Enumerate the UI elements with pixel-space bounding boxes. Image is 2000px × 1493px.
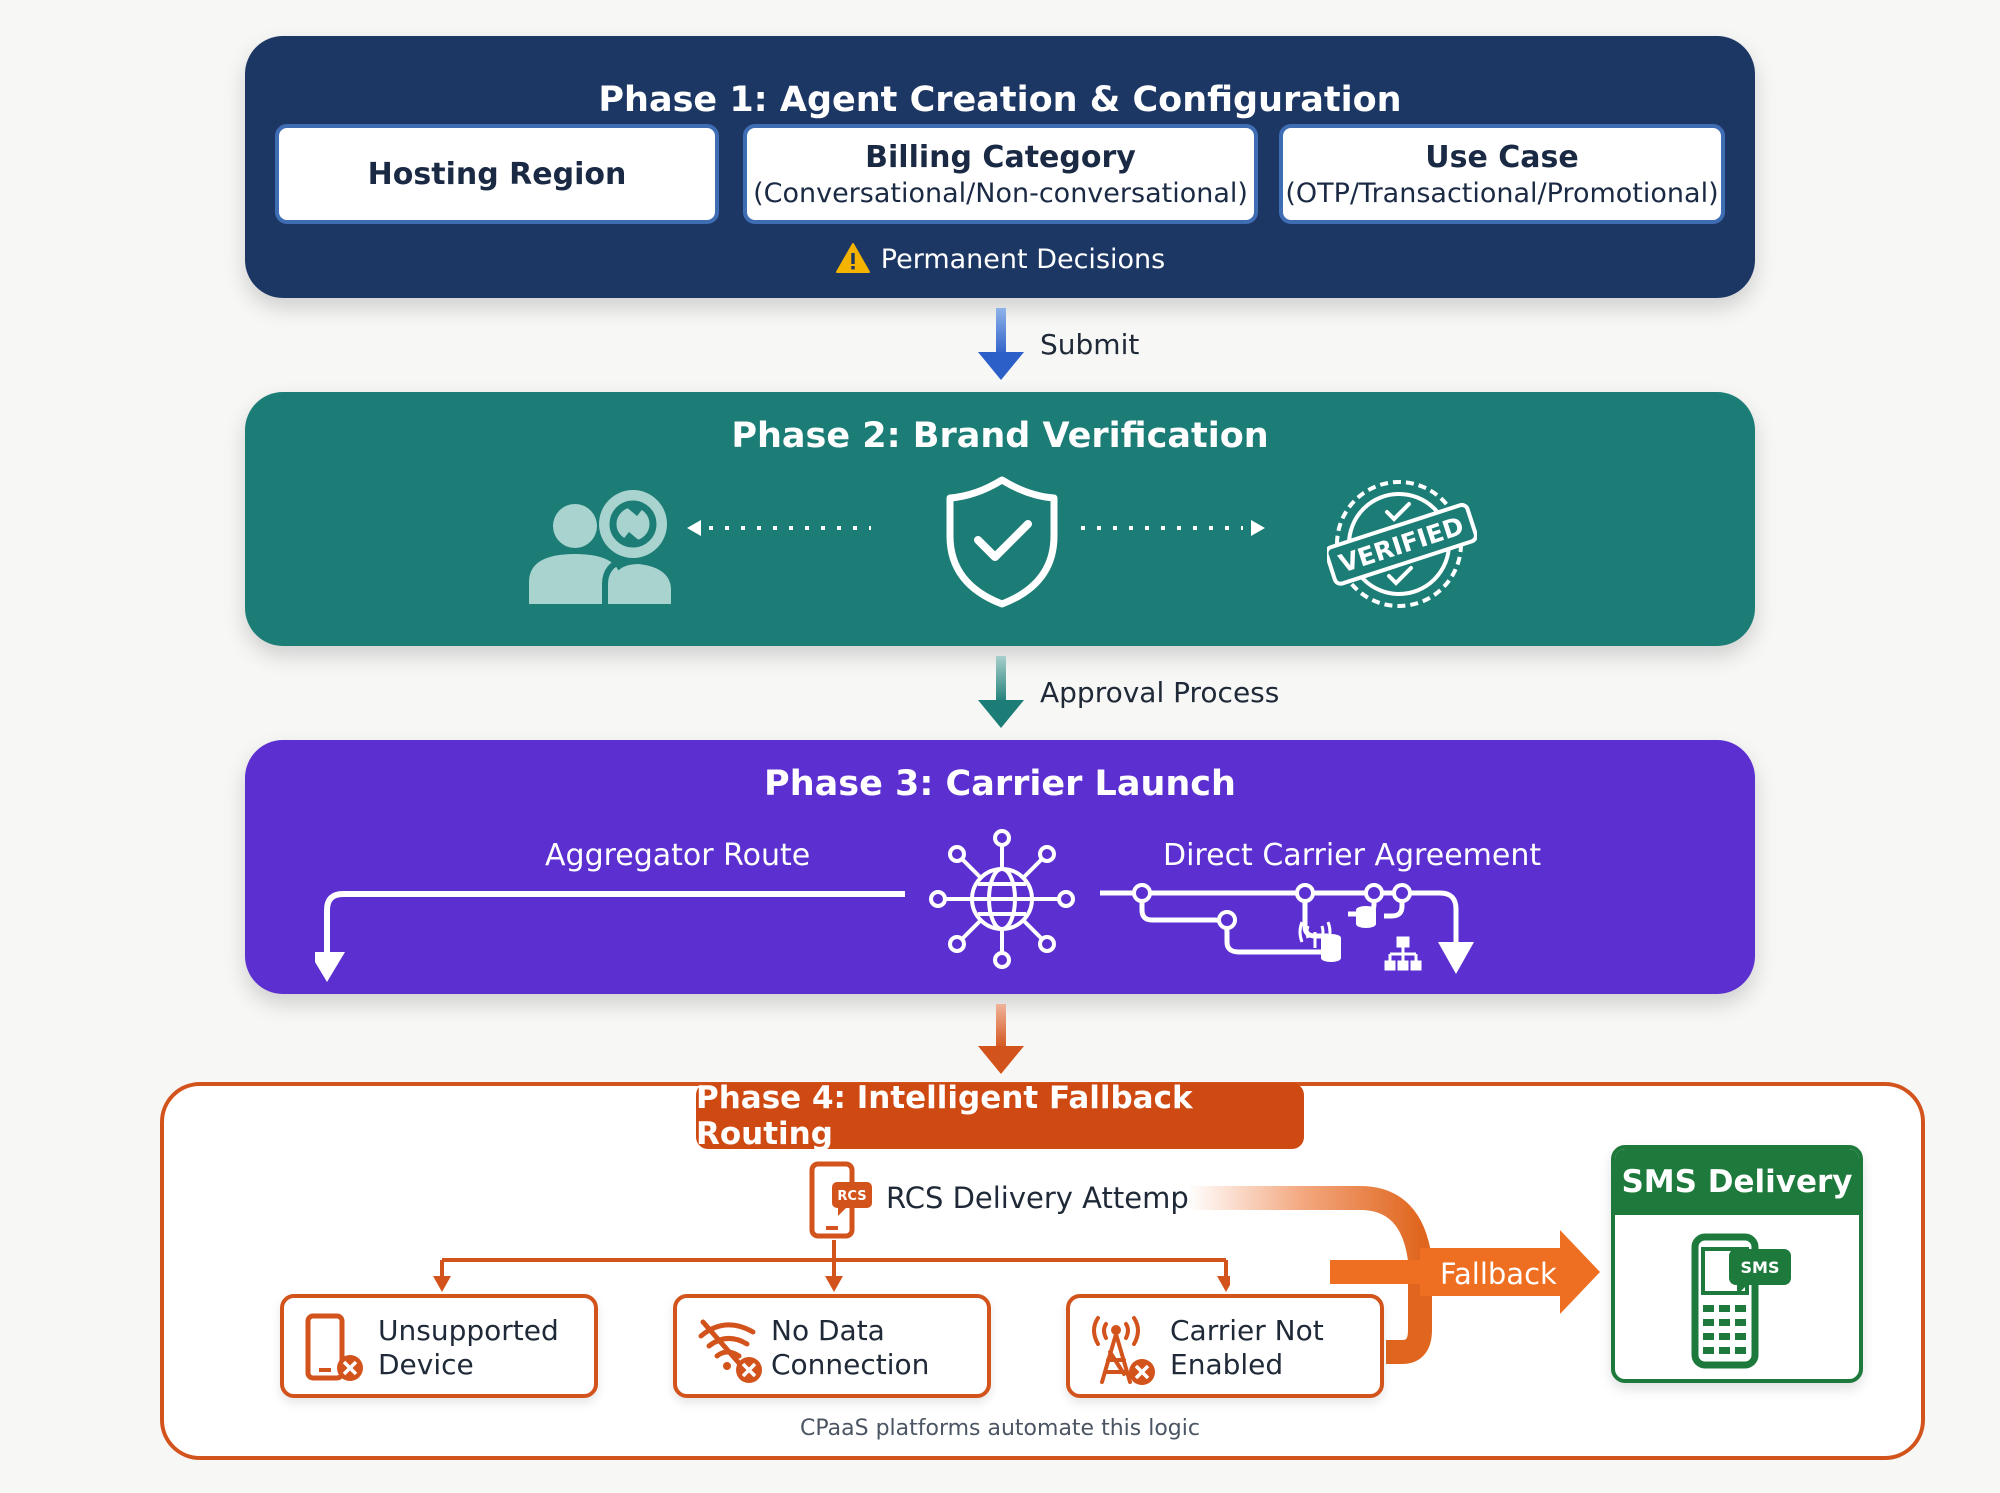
approval-arrow-icon <box>978 656 1024 728</box>
direct-carrier-label: Direct Carrier Agreement <box>1163 838 1542 873</box>
reason-line1: Carrier Not <box>1170 1314 1324 1347</box>
aggregator-route-label: Aggregator Route <box>545 838 811 873</box>
reason-no-data-connection: No Data Connection <box>673 1294 991 1398</box>
reason-text: Unsupported Device <box>378 1314 559 1382</box>
permanent-decisions-note: Permanent Decisions <box>245 242 1755 275</box>
footnote: CPaaS platforms automate this logic <box>800 1416 1200 1441</box>
submit-arrow-icon <box>978 308 1024 380</box>
hierarchy-icon <box>1384 936 1422 971</box>
rcs-attempt-label: RCS Delivery Attempt <box>886 1181 1201 1215</box>
verified-stamp-icon: VERIFIED <box>1327 480 1477 608</box>
phase2-title: Phase 2: Brand Verification <box>731 416 1269 456</box>
use-case-title: Use Case <box>1425 139 1579 175</box>
submit-label: Submit <box>1040 328 1140 361</box>
reason-line2: Device <box>378 1348 474 1381</box>
right-dotted-arrow-icon <box>1081 520 1265 536</box>
reason-line2: Enabled <box>1170 1348 1284 1381</box>
warning-icon <box>835 243 870 273</box>
billing-category-box: Billing Category (Conversational/Non-con… <box>743 124 1258 224</box>
rcs-phone-icon: RCS <box>809 1161 872 1239</box>
left-dotted-arrow-icon <box>687 520 871 536</box>
failure-branch-lines-icon <box>433 1240 1230 1292</box>
sms-phone-icon: SMS <box>1691 1233 1791 1369</box>
reason-line1: Unsupported <box>378 1314 559 1347</box>
launch-arrow-icon <box>978 1004 1024 1074</box>
rcs-badge-text: RCS <box>837 1189 866 1204</box>
globe-network-icon <box>929 829 1075 969</box>
phase4-title: Phase 4: Intelligent Fallback Routing <box>696 1080 1304 1152</box>
reason-line1: No Data <box>771 1314 885 1347</box>
shield-check-icon <box>946 476 1058 608</box>
no-wifi-icon <box>698 1319 762 1383</box>
reason-text: Carrier Not Enabled <box>1170 1314 1324 1382</box>
aggregator-route-arrow-icon <box>315 891 905 982</box>
use-case-subtitle: (OTP/Transactional/Promotional) <box>1285 177 1719 209</box>
use-case-box: Use Case (OTP/Transactional/Promotional) <box>1279 124 1725 224</box>
phone-error-icon <box>305 1313 363 1381</box>
direct-carrier-route-icon <box>1100 883 1474 974</box>
sms-delivery-box: SMS Delivery SMS <box>1611 1145 1863 1383</box>
fallback-flow-arrow-icon <box>1188 1186 1600 1364</box>
sms-badge-text: SMS <box>1741 1258 1780 1277</box>
reason-text: No Data Connection <box>771 1314 929 1382</box>
database-icon <box>1321 906 1376 962</box>
phase1-panel: Phase 1: Agent Creation & Configuration … <box>245 36 1755 298</box>
phase1-title: Phase 1: Agent Creation & Configuration <box>598 80 1402 120</box>
fallback-label: Fallback <box>1440 1257 1557 1291</box>
phase3-title: Phase 3: Carrier Launch <box>764 764 1236 804</box>
billing-category-subtitle: (Conversational/Non-conversational) <box>753 177 1248 209</box>
reason-unsupported-device: Unsupported Device <box>280 1294 598 1398</box>
billing-category-title: Billing Category <box>865 139 1136 175</box>
users-sync-icon <box>529 490 671 604</box>
phase3-panel: Phase 3: Carrier Launch Aggregator Route… <box>245 740 1755 994</box>
sms-delivery-title: SMS Delivery <box>1615 1149 1859 1215</box>
phase2-panel: Phase 2: Brand Verification VERIFIED <box>245 392 1755 646</box>
hosting-region-title: Hosting Region <box>367 156 627 192</box>
reason-line2: Connection <box>771 1348 930 1381</box>
tower-error-icon <box>1092 1316 1155 1385</box>
permanent-decisions-text: Permanent Decisions <box>880 244 1166 275</box>
hosting-region-box: Hosting Region <box>275 124 719 224</box>
reason-carrier-not-enabled: Carrier Not Enabled <box>1066 1294 1384 1398</box>
approval-process-label: Approval Process <box>1040 676 1280 709</box>
